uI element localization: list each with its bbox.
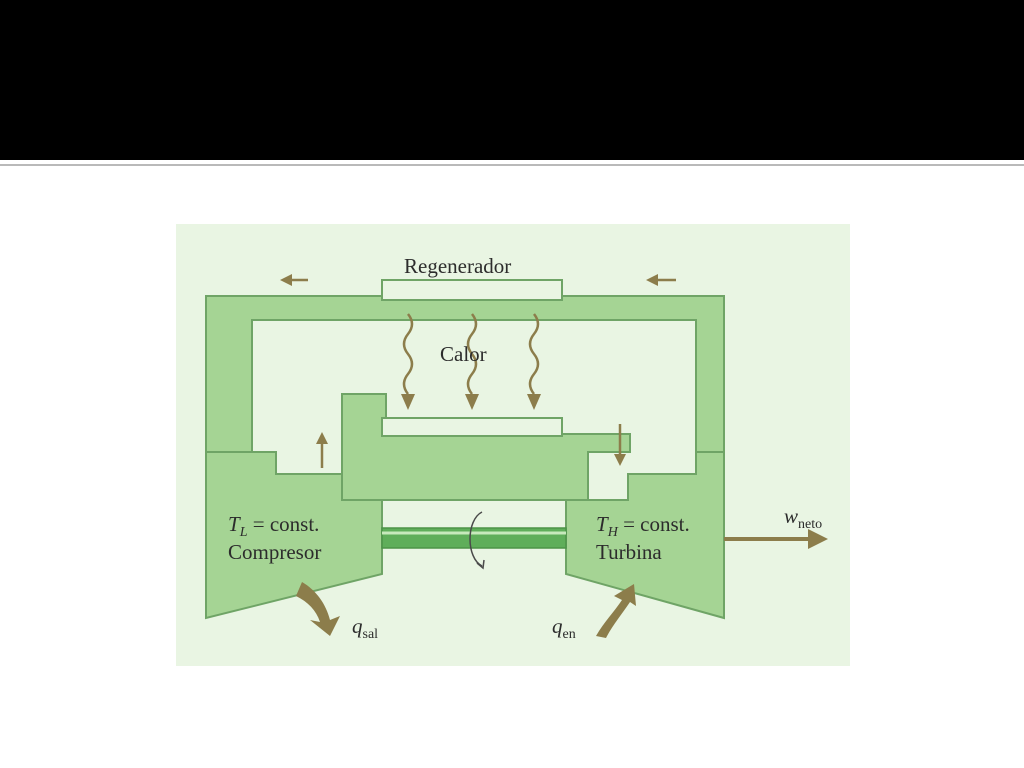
header-divider xyxy=(0,164,1024,166)
flow-arrows xyxy=(280,274,676,468)
regenerator-label: Regenerador xyxy=(404,254,512,278)
compressor-label: Compresor xyxy=(228,540,322,564)
inner-duct xyxy=(341,393,631,501)
regenerator-box xyxy=(381,279,563,301)
shaft xyxy=(381,527,567,549)
header-bar xyxy=(0,0,1024,160)
turbine-condition-label: TH = const. xyxy=(596,512,690,540)
heat-out-arrow xyxy=(296,582,340,636)
heat-out-label: qsal xyxy=(352,614,379,642)
regenerative-cycle-diagram: Regenerador Calor TL = const. Compresor … xyxy=(176,224,850,666)
compressor-condition-label: TL = const. xyxy=(228,512,320,540)
regenerator-lower-plate xyxy=(381,417,563,437)
heat-in-arrow xyxy=(596,584,636,638)
heat-label: Calor xyxy=(440,342,487,366)
heat-wave-arrows xyxy=(402,313,540,395)
net-work-label: wneto xyxy=(784,504,823,532)
turbine-label: Turbina xyxy=(596,540,662,564)
compressor-body xyxy=(205,451,383,620)
work-output-arrow xyxy=(724,529,828,549)
heat-in-label: qen xyxy=(552,614,576,642)
turbine-body xyxy=(565,451,725,620)
diagram-graphics xyxy=(205,274,828,638)
